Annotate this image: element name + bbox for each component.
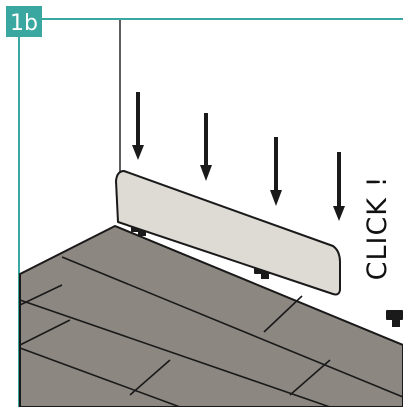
mounting-clip-icon (138, 230, 146, 236)
plank-seam (263, 295, 303, 333)
arrow-down-icon (132, 92, 144, 160)
mounting-clip-icon (392, 318, 400, 327)
floor (19, 225, 403, 407)
mounting-clip-icon (386, 310, 403, 320)
step-badge: 1b (6, 6, 42, 37)
plank-seam (289, 359, 331, 396)
arrow-down-icon (200, 113, 212, 181)
press-down-arrows (132, 92, 345, 221)
arrow-down-icon (270, 137, 282, 206)
plank-seam (61, 256, 403, 398)
arrow-down-icon (333, 152, 345, 221)
plank-seam (19, 319, 71, 346)
plank-seam (19, 284, 63, 306)
plank-seam (19, 299, 331, 407)
plank-seam (19, 347, 181, 407)
skirting-board-face (115, 170, 341, 296)
plank-seam (129, 359, 171, 396)
floor-plank-seams (19, 256, 403, 407)
mounting-clip-icon (261, 272, 269, 279)
skirting-board-end (115, 180, 119, 223)
click-annotation: CLICK ! (362, 176, 393, 281)
step-badge-background (6, 6, 42, 37)
skirting-board (115, 170, 341, 296)
mounting-clip-icon (386, 310, 403, 327)
floor-surface (19, 225, 403, 407)
step-badge-label: 1b (10, 11, 38, 36)
wall-floor-junction (114, 225, 403, 346)
